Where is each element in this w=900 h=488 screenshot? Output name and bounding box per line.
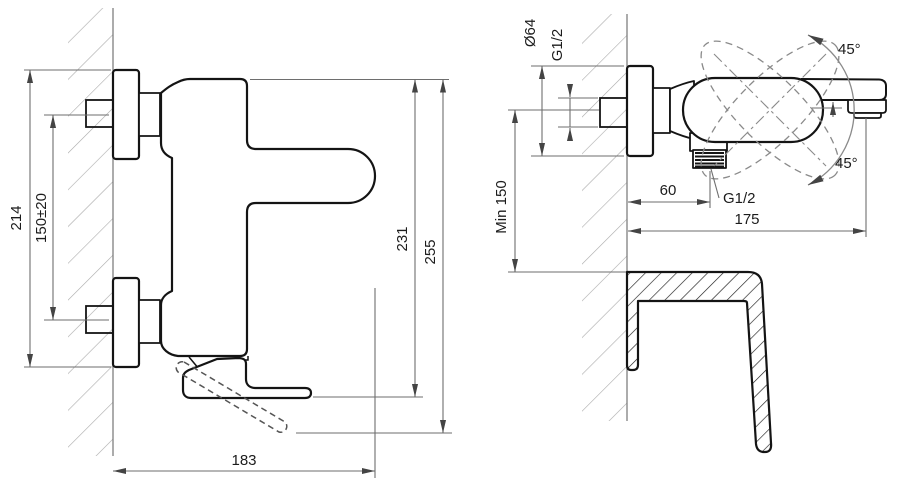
swivel-range — [700, 34, 855, 186]
outlet-thread-ridges — [695, 152, 724, 168]
connector-top — [138, 92, 161, 137]
spout-mouth — [847, 99, 887, 114]
dim-label-183: 183 — [231, 452, 256, 469]
dim-label-g12-outlet: G1/2 — [723, 190, 756, 207]
side-view: Min 150 Ø64 G1/2 60 G1/2 175 45° 45° — [493, 14, 887, 454]
bathtub-rim-section — [625, 270, 773, 454]
wall-hatching-right — [582, 14, 627, 421]
faucet-body-side — [681, 76, 825, 144]
dim-label-g12-inlet: G1/2 — [549, 29, 566, 62]
wall-hatching-left — [68, 8, 113, 456]
dim-label-150-20: 150±20 — [33, 193, 50, 243]
dim-label-min150: Min 150 — [493, 180, 510, 233]
handle-lever-alt-position — [175, 360, 288, 434]
mounting-flange-bottom — [111, 276, 141, 369]
dim-label-d64: Ø64 — [522, 19, 539, 47]
dim-label-60: 60 — [660, 182, 677, 199]
front-view-dimensions: 214 150±20 231 255 183 — [8, 69, 452, 478]
side-view-dimensions: Min 150 Ø64 G1/2 60 G1/2 175 45° 45° — [493, 19, 867, 273]
dim-label-45-bottom: 45° — [835, 155, 858, 172]
handle-lever — [181, 356, 313, 400]
mounting-flange-top — [111, 68, 141, 161]
connector-side — [652, 87, 671, 134]
front-view: 214 150±20 231 255 183 — [8, 8, 452, 478]
connector-bottom — [138, 299, 161, 344]
dim-label-214: 214 — [8, 205, 25, 230]
mounting-flange-side — [625, 64, 655, 158]
dim-label-231: 231 — [394, 226, 411, 251]
dim-label-45-top: 45° — [838, 41, 861, 58]
faucet-body-front — [159, 77, 377, 358]
spout-mouth-lip — [853, 112, 882, 119]
dim-label-255: 255 — [422, 239, 439, 264]
dim-label-175: 175 — [734, 211, 759, 228]
